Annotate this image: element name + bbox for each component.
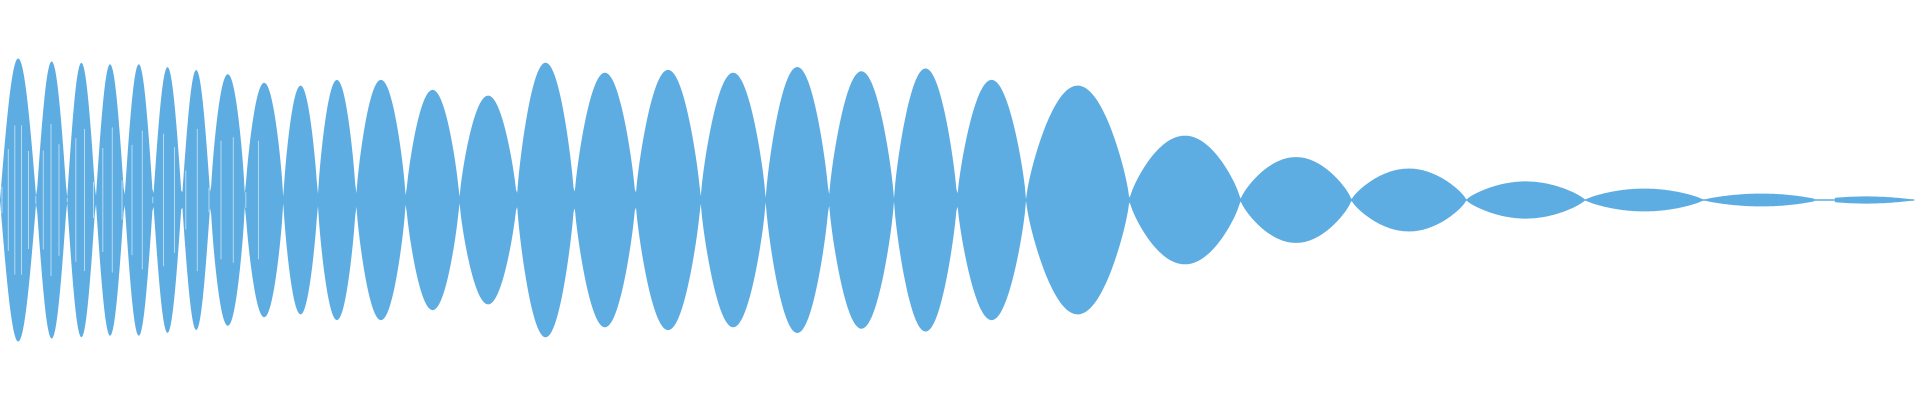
waveform-dense-cycles <box>1 123 259 277</box>
